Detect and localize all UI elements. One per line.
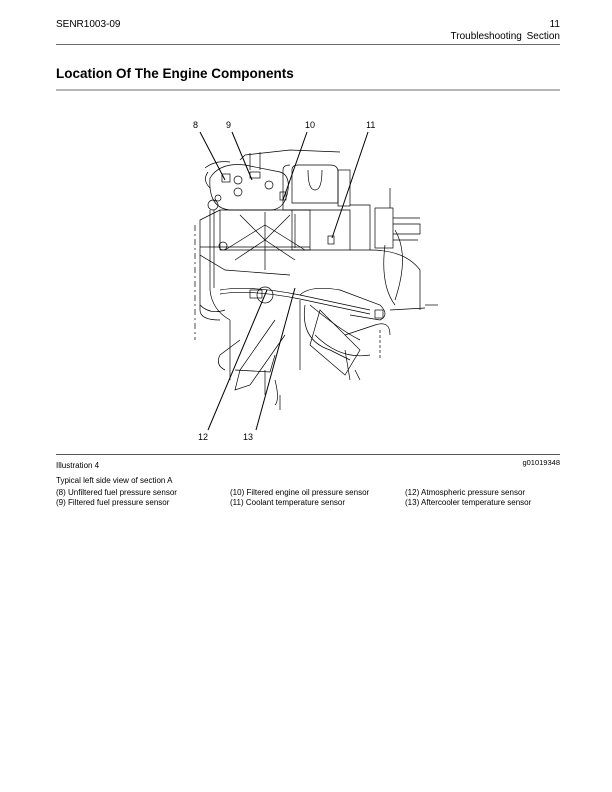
component-legend: (8) Unfiltered fuel pressure sensor (9) … [56,488,560,508]
legend-column-2: (10) Filtered engine oil pressure sensor… [230,488,405,508]
legend-item-13: (13) Aftercooler temperature sensor [405,498,532,507]
page-number: 11 [549,19,560,30]
caption-divider [56,454,560,455]
header-divider [56,44,560,45]
illustration-description: Typical left side view of section A [56,476,173,485]
legend-column-1: (8) Unfiltered fuel pressure sensor (9) … [56,488,230,508]
title-divider [56,89,560,91]
legend-item-12: (12) Atmospheric pressure sensor [405,488,526,497]
illustration-label: Illustration 4 [56,461,100,470]
section-name: Troubleshooting Section [450,31,560,42]
leader-lines [199,131,369,431]
legend-column-3: (12) Atmospheric pressure sensor (13) Af… [405,488,560,508]
engine-illustration: 8 9 10 11 12 13 [180,110,440,450]
callout-12: 12 [198,432,208,442]
legend-item-11: (11) Coolant temperature sensor [230,498,346,507]
page-title: Location Of The Engine Components [56,66,294,81]
illustration-id: g01019348 [522,458,560,467]
legend-item-8: (8) Unfiltered fuel pressure sensor [56,488,177,497]
callout-10: 10 [305,120,315,130]
legend-item-10: (10) Filtered engine oil pressure sensor [230,488,370,497]
engine-line-drawing: 8 9 10 11 12 13 [193,120,438,442]
callout-9: 9 [226,120,231,130]
callout-8: 8 [193,120,198,130]
callout-11: 11 [366,120,375,130]
callout-13: 13 [243,432,253,442]
legend-item-9: (9) Filtered fuel pressure sensor [56,498,170,507]
document-number: SENR1003-09 [56,19,121,30]
